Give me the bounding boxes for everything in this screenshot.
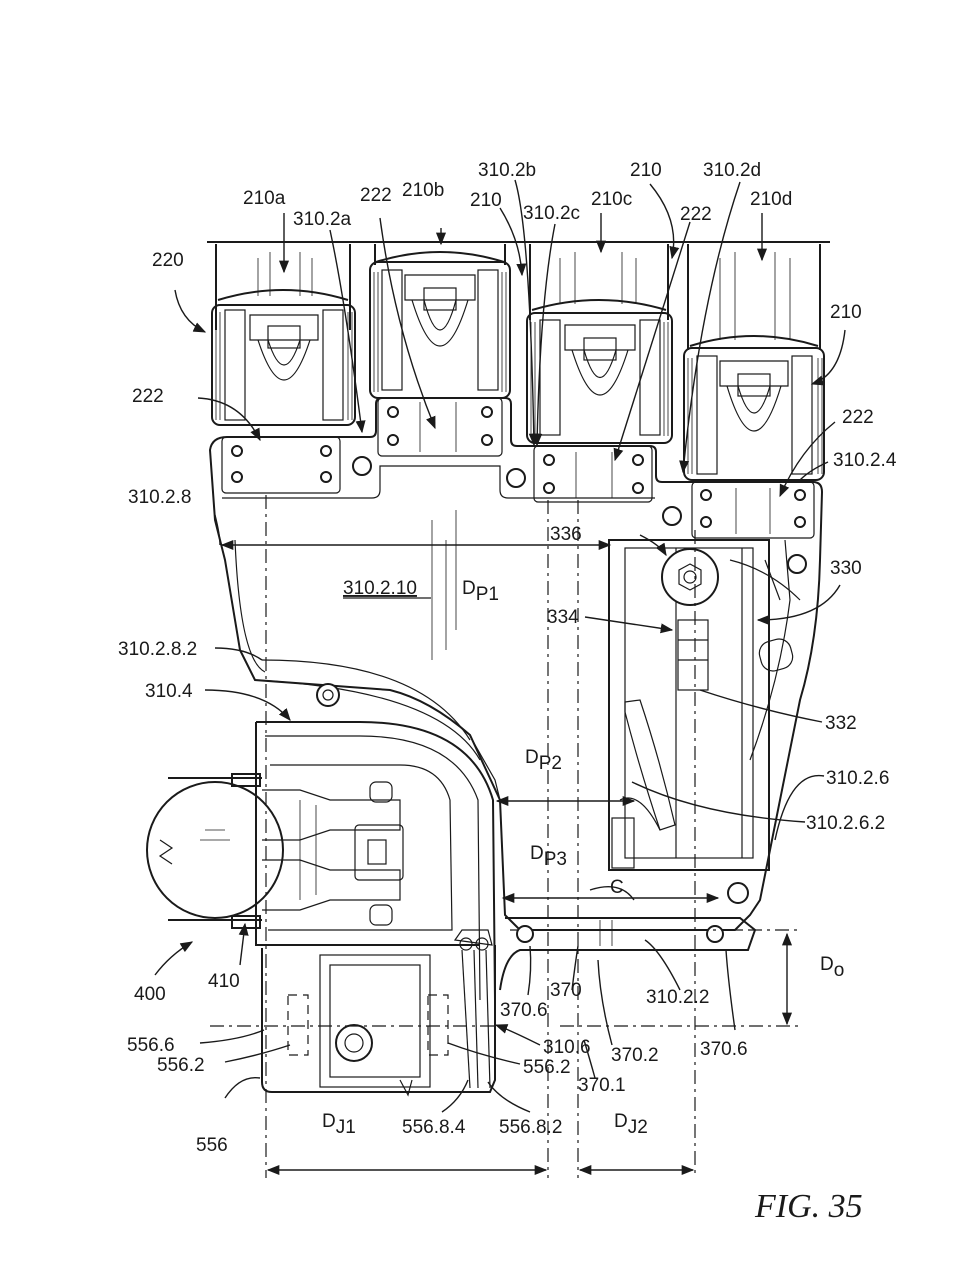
tensioner-330: [608, 539, 770, 871]
label-210-2: 210: [630, 160, 662, 181]
motor-210c: [526, 244, 673, 444]
label-310-2-6-2: 310.2.6.2: [806, 813, 885, 834]
motor-210d: [683, 244, 825, 481]
label-370-6-a: 370.6: [500, 1000, 548, 1021]
label-310-2-10: 310.2.10: [343, 578, 417, 599]
label-336: 336: [550, 524, 582, 545]
figure-label: FIG. 35: [754, 1188, 863, 1225]
bracket-c: [533, 445, 653, 503]
label-310-2a: 310.2a: [293, 209, 352, 230]
label-222-a: 222: [360, 185, 392, 206]
centerlines: [210, 495, 800, 1178]
actuator-556: [261, 929, 496, 1097]
label-410: 410: [208, 971, 240, 992]
motor-210b: [369, 244, 511, 399]
label-310-2c: 310.2c: [523, 203, 580, 224]
dim-do: Do: [820, 954, 844, 981]
label-222-d: 222: [842, 407, 874, 428]
label-220: 220: [152, 250, 184, 271]
label-210-1: 210: [470, 190, 502, 211]
motor-210a: [211, 244, 356, 426]
label-c: C: [610, 877, 624, 898]
label-370-6-b: 370.6: [700, 1039, 748, 1060]
label-222-e: 222: [132, 386, 164, 407]
dim-dj1: DJ1: [322, 1111, 356, 1138]
dim-dp1: DP1: [462, 578, 499, 605]
label-210b: 210b: [402, 180, 444, 201]
label-210-3: 210: [830, 302, 862, 323]
label-556-8-2: 556.8.2: [499, 1117, 562, 1138]
bracket-a: [221, 436, 341, 494]
label-310-2-8-2: 310.2.8.2: [118, 639, 197, 660]
label-210a: 210a: [243, 188, 286, 209]
label-310-2d: 310.2d: [703, 160, 761, 181]
label-310-2-6: 310.2.6: [826, 768, 889, 789]
label-330: 330: [830, 558, 862, 579]
dim-dp3: DP3: [530, 843, 567, 870]
label-556-8-4: 556.8.4: [402, 1117, 466, 1138]
label-556: 556: [196, 1135, 228, 1156]
main-frame: [208, 397, 824, 931]
label-222-c: 222: [680, 204, 712, 225]
label-210d: 210d: [750, 189, 792, 210]
label-556-2-a: 556.2: [157, 1055, 205, 1076]
base-370: [499, 882, 757, 991]
label-400: 400: [134, 984, 166, 1005]
motor-housings: [207, 241, 830, 481]
leader-lines: [154, 179, 846, 1113]
label-310-4: 310.4: [145, 681, 193, 702]
dim-dj2: DJ2: [614, 1111, 648, 1138]
label-310-2-4: 310.2.4: [833, 450, 897, 471]
bracket-d: [691, 481, 815, 539]
label-370-1: 370.1: [578, 1075, 626, 1096]
label-332: 332: [825, 713, 857, 734]
joint-310-4: [146, 721, 496, 1001]
label-334: 334: [547, 607, 579, 628]
label-370: 370: [550, 980, 582, 1001]
label-370-2: 370.2: [611, 1045, 659, 1066]
dim-dp2: DP2: [525, 747, 562, 774]
label-210c: 210c: [591, 189, 632, 210]
bracket-b: [377, 397, 503, 457]
label-310-2b: 310.2b: [478, 160, 536, 181]
reference-labels: 220 210a 310.2a 222 210b 210 310.2b 310.…: [118, 160, 897, 1225]
label-310-2-2: 310.2.2: [646, 987, 709, 1008]
label-556-6: 556.6: [127, 1035, 175, 1056]
dimensions: [220, 539, 793, 1176]
label-556-2-b: 556.2: [523, 1057, 571, 1078]
label-310-2-8: 310.2.8: [128, 487, 191, 508]
label-310-6: 310.6: [543, 1037, 591, 1058]
